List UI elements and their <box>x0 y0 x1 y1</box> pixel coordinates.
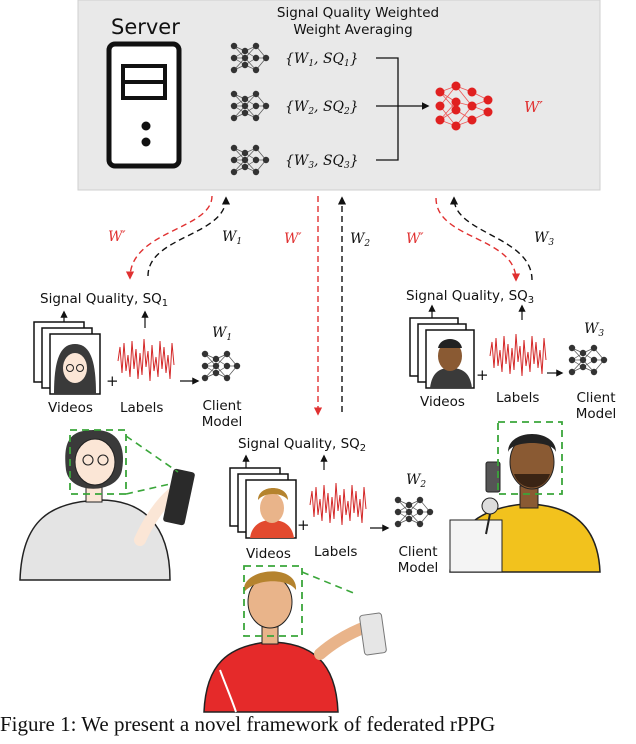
signal-icon <box>117 338 175 382</box>
server-input-1: {W1, SQ1} <box>285 51 359 69</box>
svg-text:+: + <box>106 372 119 390</box>
sq-label-1: Signal Quality, SQ1 <box>40 291 168 309</box>
svg-text:W3: W3 <box>534 230 554 248</box>
person-phone-icon <box>449 421 601 573</box>
svg-text:W′: W′ <box>108 229 126 245</box>
svg-text:Model: Model <box>202 414 243 430</box>
client-2: Signal Quality, SQ2 + W2 Videos Labels C… <box>229 436 439 576</box>
aggregation-bracket <box>376 57 430 161</box>
client-weight-2: W2 <box>406 472 426 490</box>
client-weight-3: W3 <box>584 321 604 339</box>
svg-text:+: + <box>297 516 310 534</box>
person-phone-icon <box>19 429 195 581</box>
signal-icon <box>489 333 547 377</box>
flow-client-1: W′ W1 <box>108 195 242 280</box>
aggregated-weight-label: W′ <box>524 98 543 116</box>
aggregation-title-line2: Weight Averaging <box>293 22 412 38</box>
client-weight-1: W1 <box>212 325 232 343</box>
flow-client-3: W′ W3 <box>406 196 554 282</box>
server-title: Server <box>111 15 180 39</box>
person-phone-icon <box>203 565 387 713</box>
server-input-2: {W2, SQ2} <box>285 99 359 117</box>
signal-icon <box>309 482 367 526</box>
svg-text:W′: W′ <box>406 231 424 247</box>
svg-text:Model: Model <box>398 560 439 576</box>
client-3: Signal Quality, SQ3 + W3 Videos Labels C… <box>406 288 616 422</box>
svg-text:W1: W1 <box>222 229 242 247</box>
svg-text:W′: W′ <box>284 231 302 247</box>
aggregation-title-line1: Signal Quality Weighted <box>277 5 439 21</box>
neural-network-icon <box>394 496 434 528</box>
neural-network-icon <box>201 350 241 382</box>
svg-text:Videos: Videos <box>246 546 291 562</box>
sq-label-3: Signal Quality, SQ3 <box>406 288 534 306</box>
svg-text:Client: Client <box>202 398 241 414</box>
video-stack-icon <box>33 321 101 395</box>
svg-text:Client: Client <box>576 390 615 406</box>
neural-network-icon <box>568 344 608 376</box>
server-icon <box>106 41 182 169</box>
video-stack-icon <box>409 317 475 389</box>
svg-text:Videos: Videos <box>420 394 465 410</box>
svg-text:Labels: Labels <box>496 390 539 406</box>
svg-text:Labels: Labels <box>120 400 163 416</box>
svg-text:Model: Model <box>576 406 617 422</box>
sq-label-2: Signal Quality, SQ2 <box>238 436 366 454</box>
svg-text:W2: W2 <box>350 231 370 249</box>
svg-text:Client: Client <box>398 544 437 560</box>
svg-text:Videos: Videos <box>48 400 93 416</box>
flow-client-2: W′ W2 <box>284 196 370 416</box>
figure-caption: Figure 1: We present a novel framework o… <box>0 712 496 736</box>
client-1: Signal Quality, SQ1 + W1 Videos Labels C… <box>33 291 243 430</box>
video-stack-icon <box>229 467 297 539</box>
server-input-3: {W3, SQ3} <box>285 153 359 171</box>
svg-text:Labels: Labels <box>314 544 357 560</box>
svg-text:+: + <box>476 366 489 384</box>
